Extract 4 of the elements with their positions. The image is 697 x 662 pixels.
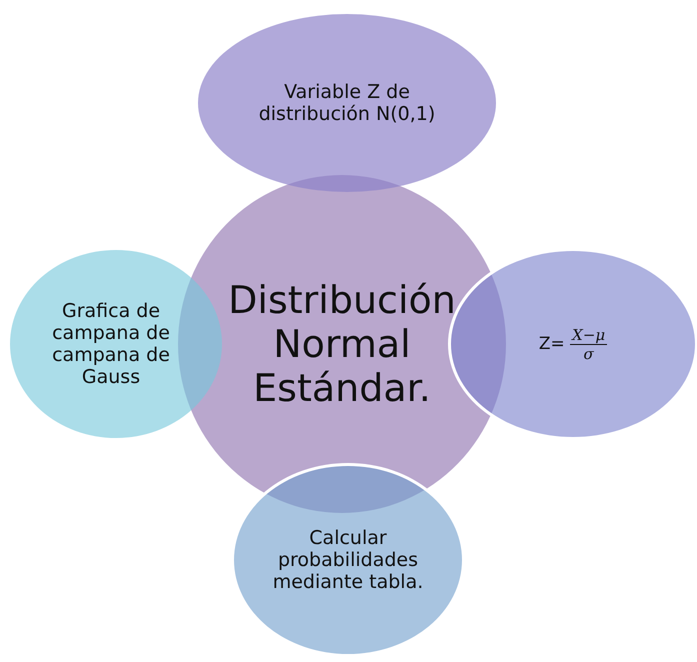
topic-text: Variable Z de distribución N(0,1) [258, 81, 436, 125]
topic-text: Grafica de campana de campana de Gauss [51, 300, 171, 388]
topic-text: Calcular probabilidades mediante tabla. [272, 527, 424, 593]
main-title: Distribución Normal Estándar. [227, 278, 457, 410]
